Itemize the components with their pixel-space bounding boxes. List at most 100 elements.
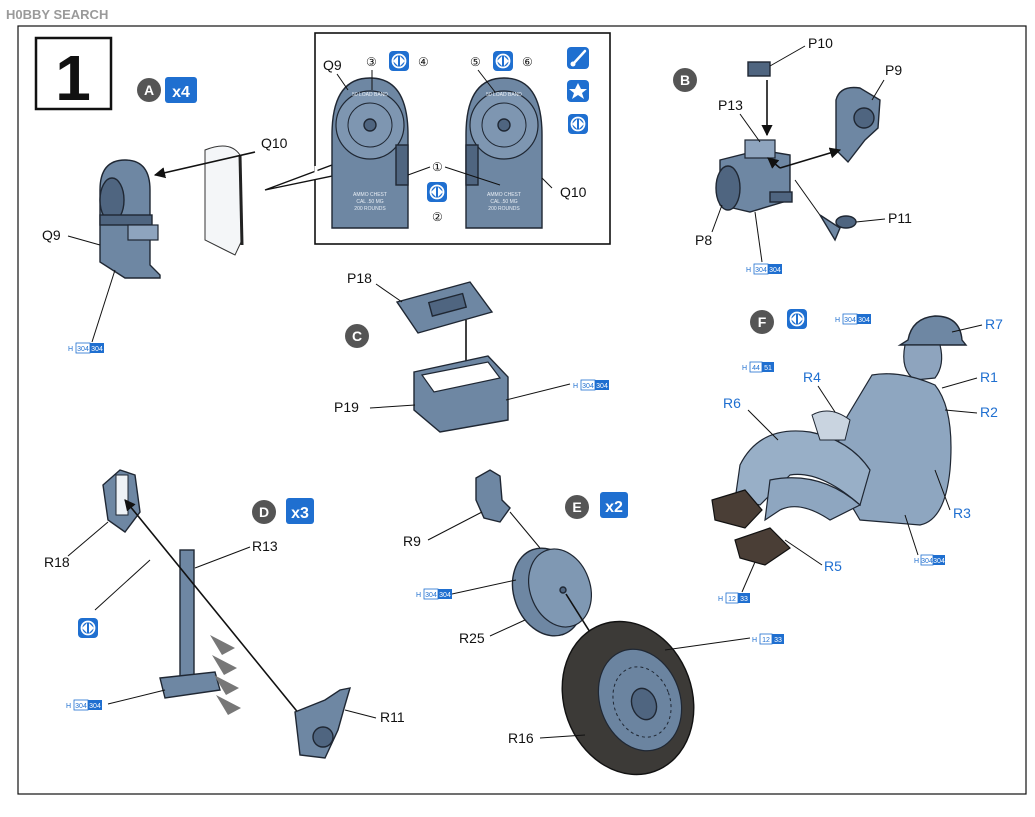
paint-ref-c: H 304 304 xyxy=(573,379,609,391)
inset-left-ammo-can: 50 LOAD BAND AMMO CHEST CAL .50 MG 200 R… xyxy=(331,77,409,229)
label-r3: R3 xyxy=(953,505,971,521)
glue-icon xyxy=(77,617,99,639)
svg-text:H: H xyxy=(752,637,757,644)
svg-text:304: 304 xyxy=(75,703,87,710)
label-r18: R18 xyxy=(44,554,70,570)
label-r2: R2 xyxy=(980,404,998,420)
detail-inset: 50 LOAD BAND AMMO CHEST CAL .50 MG 200 R… xyxy=(264,32,611,245)
ammo-can-q9 xyxy=(99,159,161,279)
svg-text:AMMO CHEST: AMMO CHEST xyxy=(487,192,521,198)
svg-text:304: 304 xyxy=(439,592,451,599)
svg-text:H: H xyxy=(66,703,71,710)
inset-num-4: ④ xyxy=(418,55,429,69)
svg-text:44: 44 xyxy=(752,365,760,372)
svg-text:304: 304 xyxy=(769,267,781,274)
inset-label-q10: Q10 xyxy=(560,184,587,200)
svg-text:H: H xyxy=(718,596,723,603)
section-a-multiplier-badge xyxy=(165,77,197,103)
helmet xyxy=(897,315,968,346)
watermark: H0BBY SEARCH xyxy=(6,7,108,22)
part-r25 xyxy=(511,547,592,637)
paint-ref-f-boots: H 12 33 xyxy=(718,592,750,604)
paint-ref-e-wheel: H 304 304 xyxy=(416,588,452,600)
svg-text:50 LOAD BAND: 50 LOAD BAND xyxy=(352,92,388,98)
section-e-multiplier: x2 xyxy=(605,499,623,516)
svg-text:12: 12 xyxy=(728,596,736,603)
svg-text:H: H xyxy=(835,317,840,324)
label-p8: P8 xyxy=(695,232,712,248)
section-b-badge xyxy=(673,68,697,92)
label-r5: R5 xyxy=(824,558,842,574)
part-r11 xyxy=(294,687,351,759)
glue-icon xyxy=(567,113,589,135)
inset-num-6: ⑥ xyxy=(522,55,533,69)
section-e-letter: E xyxy=(572,499,581,515)
inset-label-q9: Q9 xyxy=(323,57,342,73)
svg-text:33: 33 xyxy=(774,637,782,644)
svg-text:33: 33 xyxy=(740,596,748,603)
label-p11: P11 xyxy=(888,210,912,226)
svg-text:304: 304 xyxy=(425,592,437,599)
page-frame xyxy=(17,25,1027,795)
label-q10: Q10 xyxy=(261,135,288,151)
section-d-badge xyxy=(252,500,276,524)
section-b-letter: B xyxy=(680,72,690,88)
label-r7: R7 xyxy=(985,316,1003,332)
svg-text:H: H xyxy=(573,383,578,390)
section-f: F H 304 304 H 44 51 R7 R xyxy=(711,308,1003,604)
svg-text:H: H xyxy=(742,365,747,372)
section-c-letter: C xyxy=(352,328,362,344)
section-c: C P18 P19 H 304 304 xyxy=(334,270,609,433)
inset-num-3: ③ xyxy=(366,55,377,69)
glue-icon xyxy=(492,50,514,72)
svg-text:304: 304 xyxy=(921,558,933,565)
label-r1: R1 xyxy=(980,369,998,385)
label-p19: P19 xyxy=(334,399,359,415)
svg-text:H: H xyxy=(68,346,73,353)
glue-icon xyxy=(388,50,410,72)
svg-text:304: 304 xyxy=(933,558,945,565)
svg-text:H: H xyxy=(746,267,751,274)
svg-text:51: 51 xyxy=(764,365,772,372)
label-p9: P9 xyxy=(885,62,902,78)
inset-num-1: ① xyxy=(432,160,443,174)
label-r9: R9 xyxy=(403,533,421,549)
section-d-multiplier-badge xyxy=(286,498,314,524)
part-r9 xyxy=(475,469,511,523)
paint-ref-f-face: H 44 51 xyxy=(742,361,774,373)
label-p10: P10 xyxy=(808,35,833,51)
svg-text:200 ROUNDS: 200 ROUNDS xyxy=(354,206,386,212)
svg-text:304: 304 xyxy=(91,346,103,353)
label-r25: R25 xyxy=(459,630,485,646)
part-r16-tire xyxy=(561,620,695,776)
glue-icon xyxy=(786,308,808,330)
part-p11 xyxy=(819,214,841,242)
section-a-letter: A xyxy=(144,82,154,98)
boot xyxy=(711,489,763,529)
section-a-multiplier: x4 xyxy=(172,84,190,101)
label-r11: R11 xyxy=(380,709,405,725)
svg-text:H: H xyxy=(914,558,919,565)
label-p13: P13 xyxy=(718,97,743,113)
section-f-letter: F xyxy=(758,314,767,330)
section-d-multiplier: x3 xyxy=(291,505,309,522)
paint-ref-b: H 304 304 xyxy=(746,263,782,275)
label-r13: R13 xyxy=(252,538,278,554)
paint-ref-f-helmet: H 304 304 xyxy=(835,313,871,325)
section-f-badge xyxy=(750,310,774,334)
label-q9: Q9 xyxy=(42,227,61,243)
part-p10 xyxy=(747,61,771,77)
svg-text:H: H xyxy=(416,592,421,599)
paint-ref-d: H 304 304 xyxy=(66,699,102,711)
svg-text:50 LOAD BAND: 50 LOAD BAND xyxy=(486,92,522,98)
svg-text:CAL .50 MG: CAL .50 MG xyxy=(356,199,383,205)
inset-num-5: ⑤ xyxy=(470,55,481,69)
label-r16: R16 xyxy=(508,730,534,746)
svg-text:AMMO CHEST: AMMO CHEST xyxy=(353,192,387,198)
figure-seated-soldier xyxy=(711,315,968,566)
part-p8-assembly xyxy=(715,139,793,213)
paint-ref-a: H 304 304 xyxy=(68,342,104,354)
paint-ref-e-tire: H 12 33 xyxy=(752,633,784,645)
